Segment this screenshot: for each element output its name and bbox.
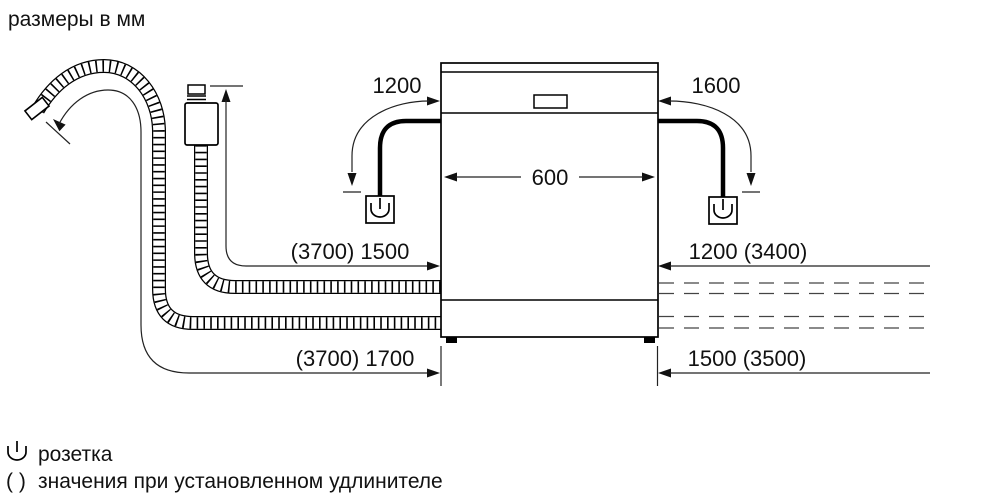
arrow-up [221,89,231,102]
drain-hose-right-label: 1500 (3500) [688,346,807,371]
power-cord-left-label: 1200 [373,73,422,98]
threaded-collar [187,95,206,104]
door-handle [533,94,568,109]
dimension-path [58,89,428,374]
power-cord-right-label: 1600 [692,73,741,98]
right-foot [644,337,655,343]
supply-hose-dimension-left: (3700) 1500 [210,85,440,271]
arrow-left [658,368,671,378]
water-supply-hose [184,84,441,294]
aquastop-valve [184,84,219,146]
socket-glyph [713,199,733,219]
drain-hose-dimension-right: 1500 (3500) [658,346,930,378]
arrow-right [427,261,440,271]
power-socket-icon [365,195,395,224]
arrow-left [658,261,671,271]
legend-parentheses-symbol: ( ) [6,470,26,493]
hose-continuation-dashed-lines [659,282,930,329]
socket-glyph [370,198,390,218]
dishwasher: 600 [440,62,659,343]
power-cord-left [365,118,441,224]
dimension-arc [668,100,752,172]
legend-socket-label: розетка [38,443,113,466]
legend: розетка ( ) значения при установленном у… [6,441,443,493]
aquastop-body [184,102,219,146]
power-socket-icon [708,196,738,225]
page-title: размеры в мм [8,8,145,31]
drain-hose-left-label: (3700) 1700 [296,346,415,371]
legend-parentheses-label: значения при установленном удлинителе [38,470,443,493]
drain-hose [23,58,441,330]
supply-hose-left-label: (3700) 1500 [291,239,410,264]
drain-hose-dimension-left: (3700) 1700 [45,89,440,378]
arrow-down [347,173,357,186]
socket-box [708,196,738,225]
power-cord-dimension-left: 1200 [343,73,440,193]
arrow-down [746,173,756,186]
drain-hose-body [33,60,441,329]
supply-hose-right-label: 1200 (3400) [689,239,808,264]
arrow-upleft [53,119,66,132]
dimension-arc [351,100,430,172]
cord-path [658,118,726,197]
tap-fitting-cap [187,84,206,95]
width-dimension: 600 [444,165,655,190]
supply-hose-body [195,145,441,293]
dimension-path [225,100,428,267]
power-socket-icon [7,441,27,461]
drain-hose-end-cap [23,96,51,121]
arrow-left [444,172,457,182]
cord-path [377,118,441,196]
hose-end-tick-line [45,121,71,145]
arrow-right [427,368,440,378]
appliance-width-label: 600 [532,165,569,190]
arrow-right [642,172,655,182]
arrow-right [427,96,440,106]
socket-box [365,195,395,224]
power-cord-right [658,118,738,225]
arrow-left [658,96,671,106]
left-foot [446,337,457,343]
supply-hose-dimension-right: 1200 (3400) [658,239,930,271]
power-cord-dimension-right: 1600 [658,73,760,193]
